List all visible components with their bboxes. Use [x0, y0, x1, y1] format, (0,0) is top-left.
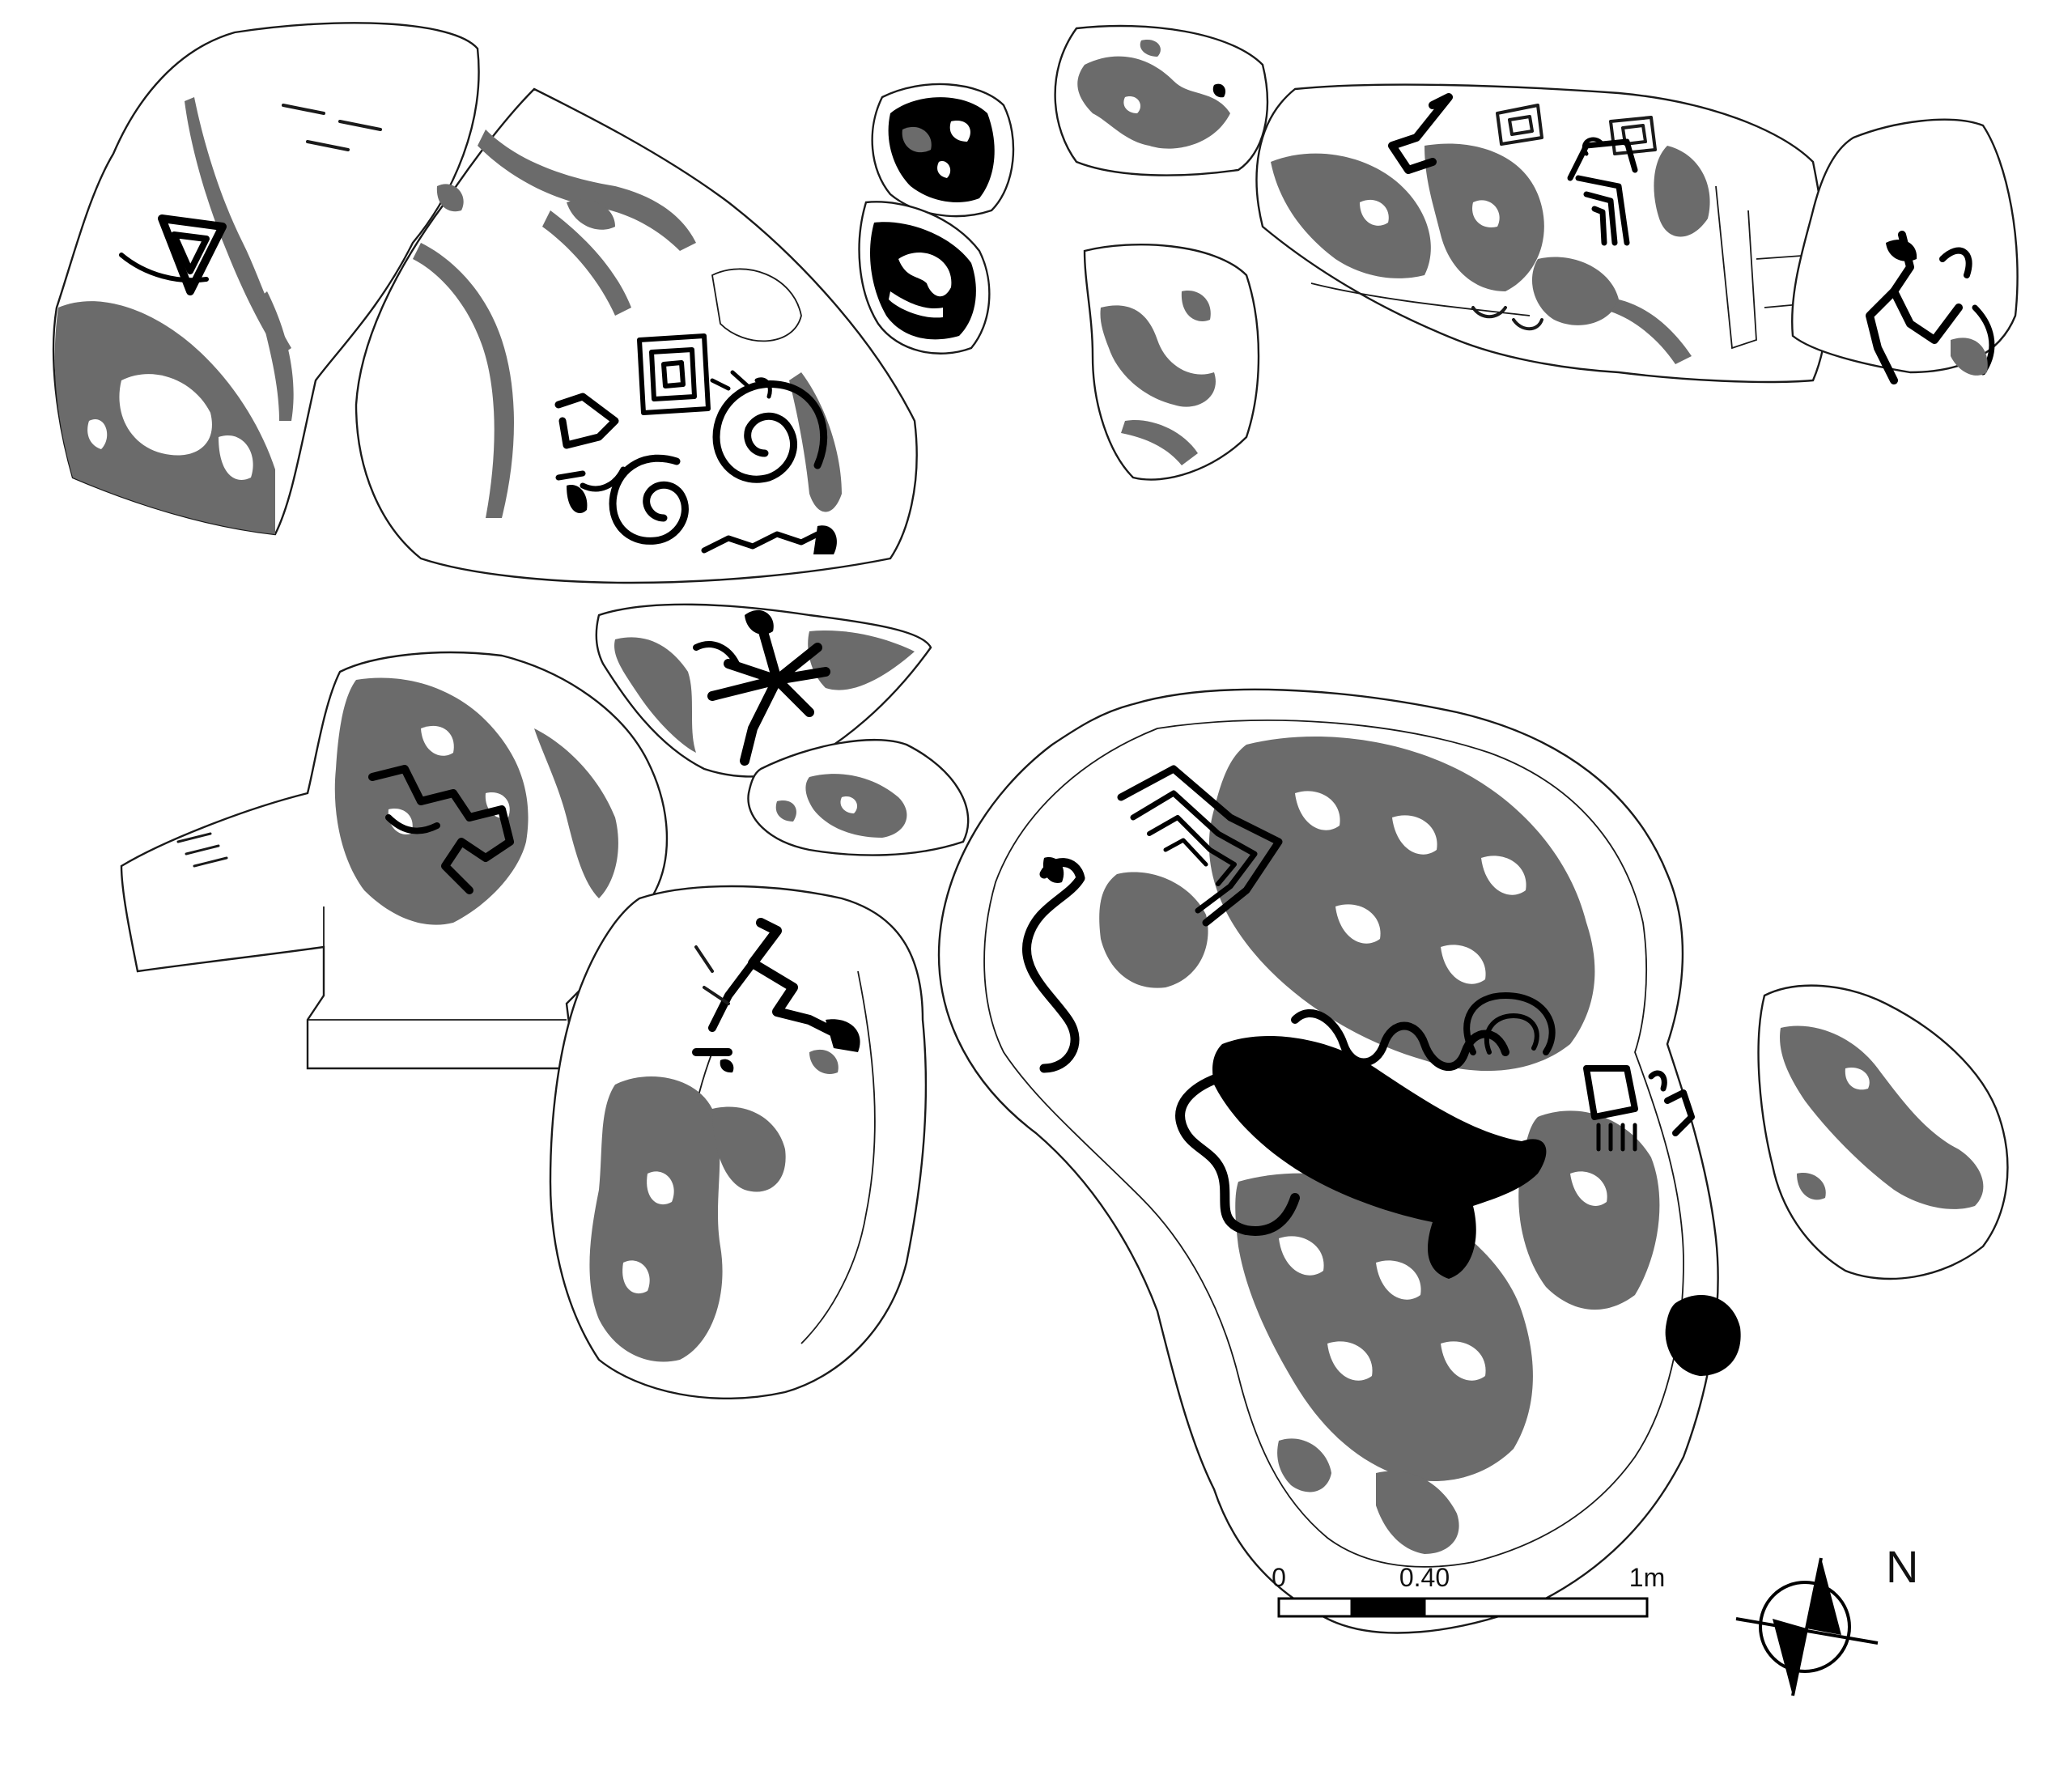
triangle-motif	[119, 214, 227, 295]
scale-tick-label-end: 1m	[1629, 1563, 1665, 1592]
concentric-square-motif	[637, 333, 711, 415]
rock-panel-middle-small	[1083, 244, 1260, 481]
rayed-figure-motif	[693, 609, 830, 766]
spiral-motif-large	[712, 380, 828, 483]
rock-panel-lower-center-left	[549, 885, 928, 1400]
serpentine-motif	[368, 765, 514, 894]
rock-panel-small-upper	[871, 83, 1015, 218]
cupule-mark-large	[1665, 1295, 1741, 1376]
rock-panel-far-right	[1791, 118, 2019, 384]
bird-figure-motif	[692, 918, 860, 1073]
rock-panel-small-lower	[858, 201, 991, 355]
anthropomorph-motif	[1866, 231, 1995, 384]
compass-north-arrow-icon: N	[1735, 1541, 1918, 1696]
rock-panel-top-center	[1054, 24, 1268, 176]
serpent-line-motif	[1022, 857, 1085, 1073]
scale-segment-3	[1423, 1597, 1649, 1618]
hook-motif	[1388, 93, 1453, 174]
fish-figure-motif	[1175, 1036, 1547, 1279]
rock-panel-main-large	[937, 688, 1741, 1634]
rock-panel-left-middle	[120, 651, 669, 1070]
scale-segment-2	[1350, 1597, 1426, 1618]
rock-panel-top-right-long	[1255, 83, 1830, 384]
north-label: N	[1886, 1541, 1918, 1592]
rock-panel-elongated-small	[747, 738, 970, 856]
rock-panel-top-left	[52, 22, 480, 536]
rock-panel-spirals	[355, 87, 918, 584]
scale-tick-label-middle: 0.40	[1399, 1563, 1450, 1592]
cupule-mark	[567, 485, 588, 514]
chevron-motif	[1567, 138, 1638, 246]
scale-bar: 0 0.40 1m	[1272, 1563, 1665, 1618]
nested-chevron-motif	[1117, 765, 1283, 927]
comb-figure-motif	[1583, 1065, 1695, 1152]
scale-segment-1	[1277, 1597, 1353, 1618]
rock-panel-far-right-lower	[1757, 984, 2009, 1280]
scale-tick-label-start: 0	[1272, 1563, 1286, 1592]
meander-motif	[554, 393, 619, 449]
concentric-arc-motif	[1463, 992, 1556, 1055]
rock-panel-rayed-figure	[595, 603, 932, 778]
